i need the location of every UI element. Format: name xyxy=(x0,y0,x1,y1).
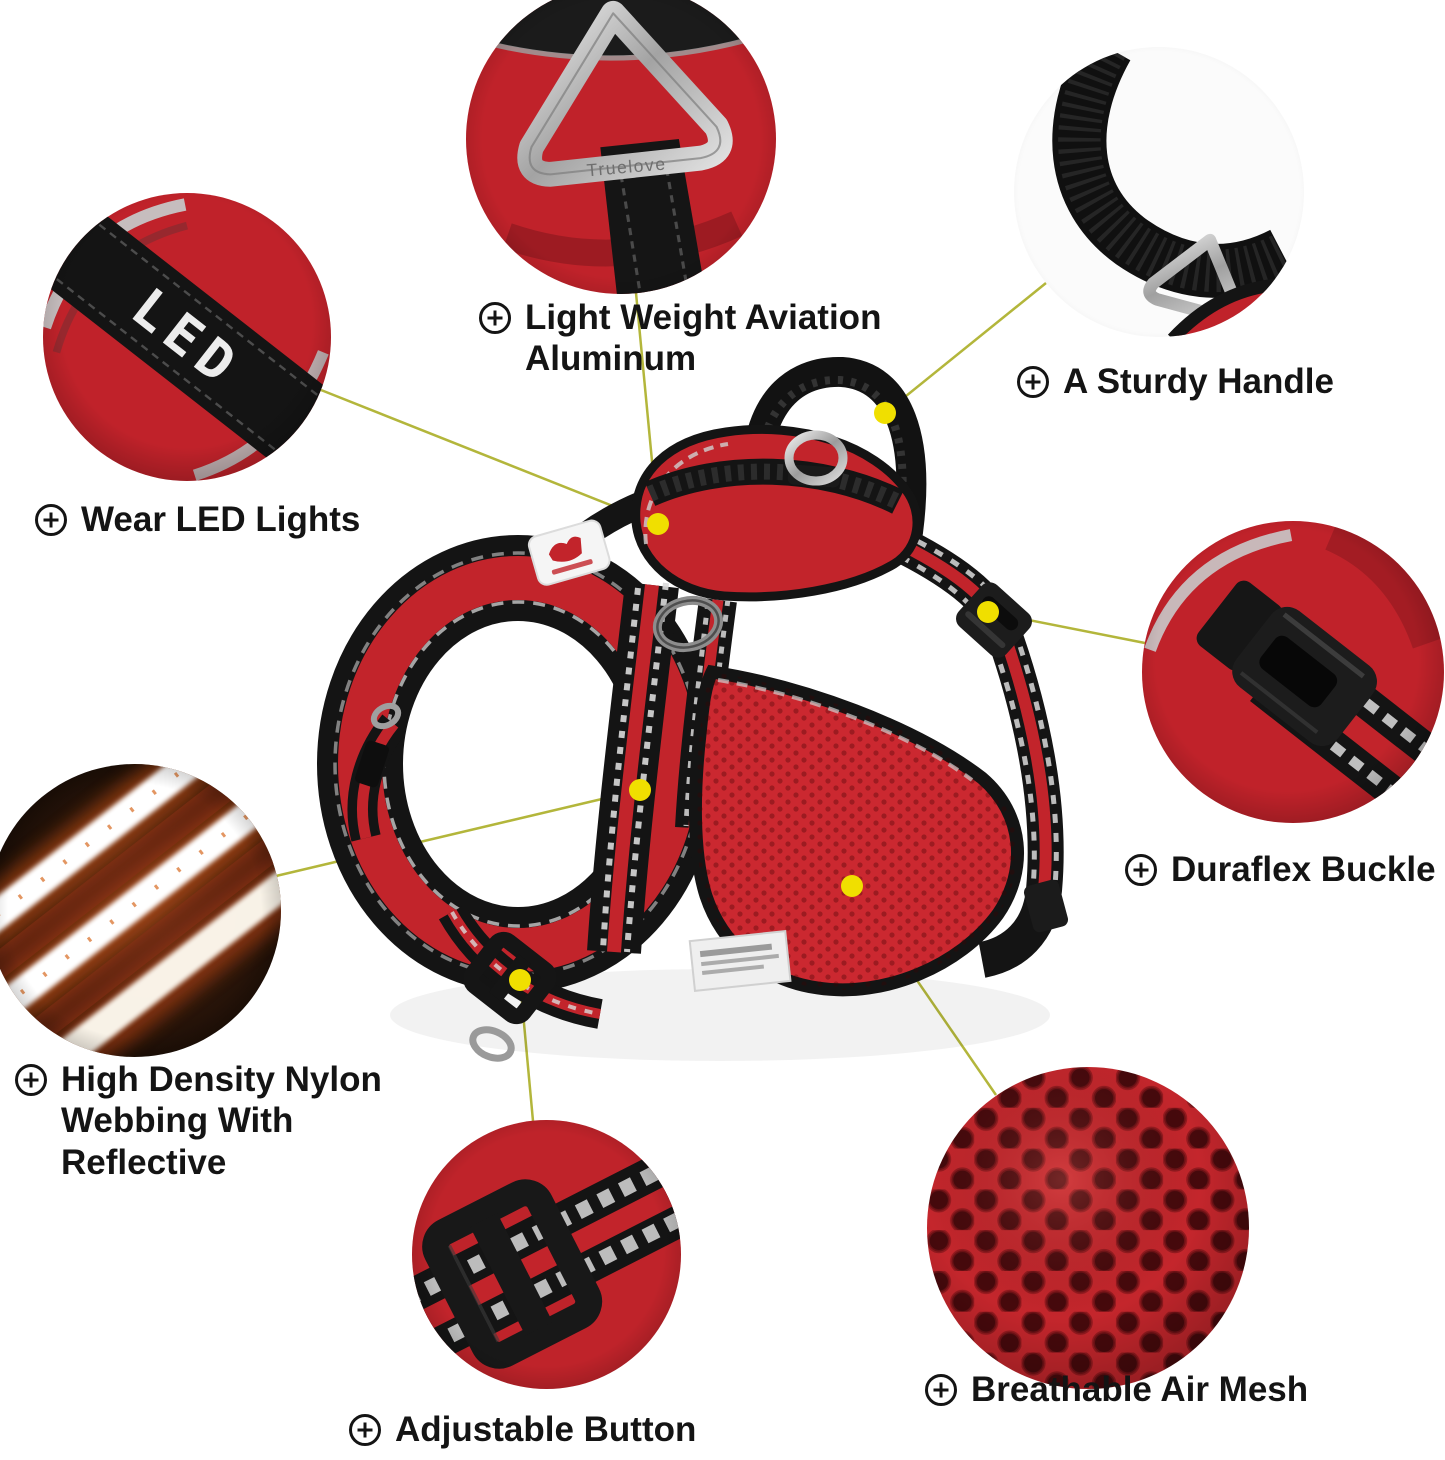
plus-circle-icon xyxy=(1125,854,1157,886)
feature-label-webbing: High Density Nylon Webbing With Reflecti… xyxy=(14,1059,406,1183)
duraflex-buckle-photo xyxy=(1142,521,1444,823)
harness-left-strap xyxy=(347,702,406,842)
plus-circle-icon xyxy=(349,1414,381,1446)
feature-label-buckle: Duraflex Buckle xyxy=(1124,849,1436,890)
plus-circle-icon xyxy=(925,1374,957,1406)
feature-label-adjust: Adjustable Button xyxy=(348,1409,696,1450)
led-webbing-photo: LED xyxy=(43,193,331,481)
feature-label-handle: A Sturdy Handle xyxy=(1016,361,1334,402)
callout-dot xyxy=(647,513,669,535)
plus-circle-icon xyxy=(1017,366,1049,398)
reflective-webbing-photo xyxy=(0,764,281,1057)
feature-text-webbing: High Density Nylon Webbing With Reflecti… xyxy=(61,1060,382,1182)
callout-line-led xyxy=(320,388,659,526)
harness-care-label xyxy=(688,930,792,992)
plus-circle-icon xyxy=(479,302,511,334)
feature-text-mesh: Breathable Air Mesh xyxy=(971,1370,1309,1409)
callout-mesh-photo xyxy=(927,1067,1249,1389)
callout-dot xyxy=(509,969,531,991)
harness-logo-patch xyxy=(527,519,611,586)
callout-dot xyxy=(629,779,651,801)
feature-text-buckle: Duraflex Buckle xyxy=(1171,850,1436,889)
callout-line-handle xyxy=(884,282,1047,414)
callout-buckle-photo xyxy=(1142,521,1444,823)
harness-side-strap xyxy=(882,523,1069,978)
feature-label-led: Wear LED Lights xyxy=(34,499,360,540)
aluminum-ring-photo: Truelove xyxy=(466,0,776,294)
callout-dot xyxy=(977,601,999,623)
adjustable-slider-photo xyxy=(412,1120,681,1389)
plus-circle-icon xyxy=(15,1064,47,1096)
feature-label-mesh: Breathable Air Mesh xyxy=(924,1369,1308,1410)
feature-text-aluminum: Light Weight Aviation Aluminum xyxy=(525,298,882,379)
callout-adjust-photo xyxy=(412,1120,681,1389)
callout-led-lights-photo: LED xyxy=(43,193,331,481)
callout-dots xyxy=(509,402,999,991)
callout-dot xyxy=(874,402,896,424)
handle-photo xyxy=(1014,47,1304,337)
callout-reflective-photo xyxy=(0,764,281,1057)
callout-handle-photo xyxy=(1014,47,1304,337)
harness-front-ring xyxy=(652,595,724,653)
feature-text-adjust: Adjustable Button xyxy=(395,1410,697,1449)
callout-aluminum-photo: Truelove xyxy=(466,0,776,294)
air-mesh-photo xyxy=(927,1067,1249,1389)
callout-dot xyxy=(841,875,863,897)
harness-chest-panel xyxy=(688,664,1024,997)
feature-text-handle: A Sturdy Handle xyxy=(1063,362,1334,401)
harness-saddle xyxy=(631,424,922,602)
feature-label-aluminum: Light Weight Aviation Aluminum xyxy=(478,297,925,380)
feature-text-led: Wear LED Lights xyxy=(81,500,361,539)
plus-circle-icon xyxy=(35,504,67,536)
harness-d-ring xyxy=(784,430,848,488)
